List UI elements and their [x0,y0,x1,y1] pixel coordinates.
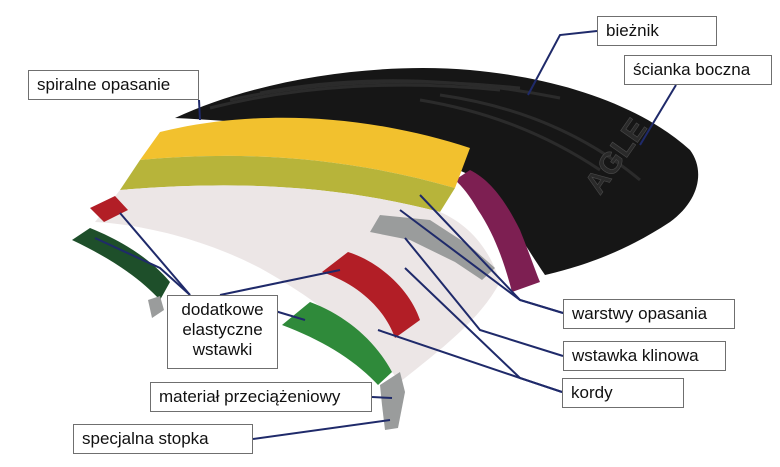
label-wstawka-klinowa: wstawka klinowa [563,341,726,371]
bead-foot-left [148,296,164,318]
sidewall-inner-band [455,170,540,292]
spiral-belt-layer [140,117,470,188]
belt-layer [120,155,455,212]
label-spiralne-opasanie: spiralne opasanie [28,70,199,100]
chafer-insert-left [72,228,170,300]
label-scianka-boczna: ścianka boczna [624,55,772,85]
label-warstwy-opasania: warstwy opasania [563,299,735,329]
chafer-insert-right [282,302,392,385]
tread-grooves [209,79,641,182]
label-bieznik: bieżnik [597,16,717,46]
label-kordy: kordy [562,378,684,408]
label-material-przeciazeniowy: materiał przeciążeniowy [150,382,372,412]
label-specjalna-stopka: specjalna stopka [73,424,253,454]
belt-edge [370,215,495,280]
bead-foot [380,372,405,430]
elastic-insert-left [90,196,128,222]
label-dodatkowe-elastyczne-wstawki: dodatkowe elastyczne wstawki [167,295,278,369]
elastic-insert-right [322,252,420,338]
leader-lines [94,30,677,440]
